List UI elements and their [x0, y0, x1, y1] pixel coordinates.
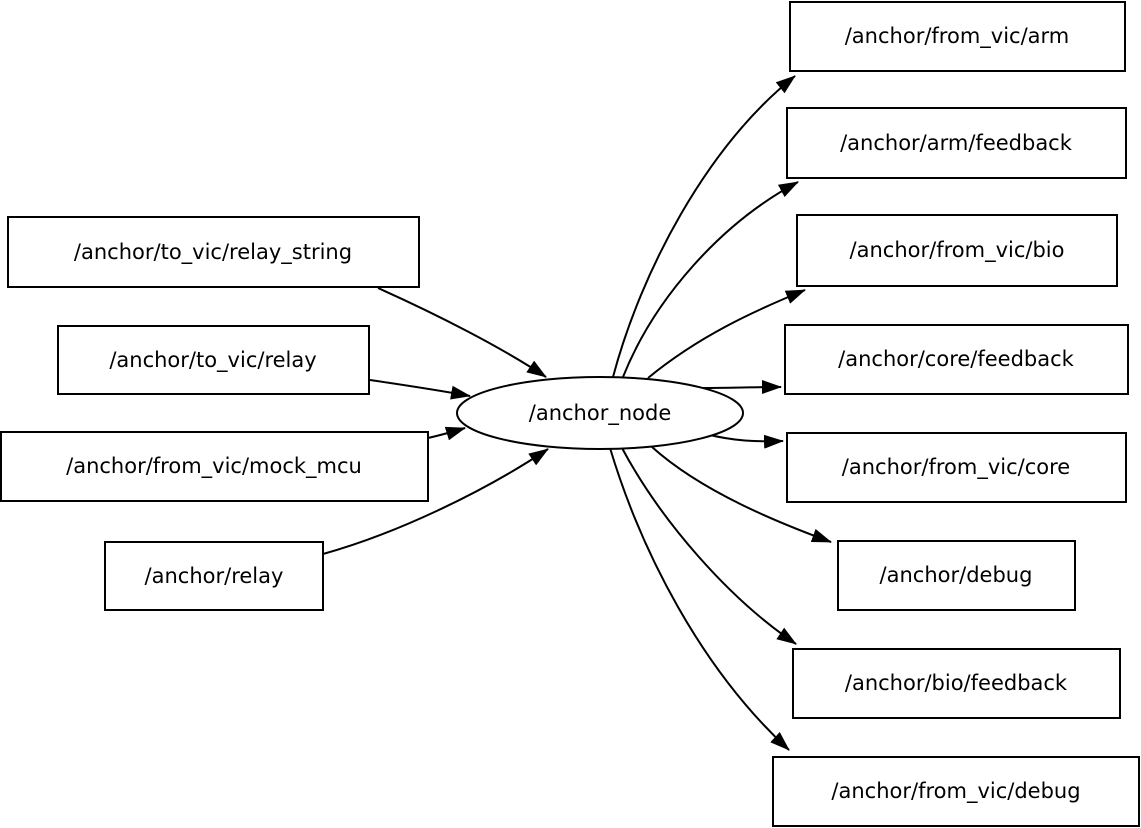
topic-node-core-feedback: /anchor/core/feedback [784, 324, 1129, 395]
edge-node-to-core-feedback [701, 380, 782, 395]
topic-box [57, 325, 370, 395]
topic-box [789, 1, 1126, 72]
topic-node-to-vic-relay-string: /anchor/to_vic/relay_string [7, 216, 420, 288]
subscription-edges [322, 287, 549, 555]
topic-node-from-vic-mock-mcu: /anchor/from_vic/mock_mcu [0, 431, 429, 502]
topic-node-arm-feedback: /anchor/arm/feedback [786, 107, 1127, 179]
topic-node-from-vic-arm: /anchor/from_vic/arm [789, 1, 1126, 72]
topic-node-from-vic-debug: /anchor/from_vic/debug [772, 756, 1140, 827]
topic-label: /anchor/arm/feedback [840, 131, 1073, 155]
topic-box [784, 324, 1129, 395]
topic-label: /anchor/from_vic/mock_mcu [66, 454, 362, 479]
topic-node-to-vic-relay: /anchor/to_vic/relay [57, 325, 370, 395]
topic-box [104, 541, 324, 611]
topic-label: /anchor/from_vic/core [842, 455, 1070, 480]
topic-node-from-vic-core: /anchor/from_vic/core [786, 432, 1127, 503]
subscribed-topic-nodes: /anchor/to_vic/relay_string /anchor/to_v… [0, 216, 429, 611]
topic-box [786, 432, 1127, 503]
topic-label: /anchor/relay [145, 564, 284, 588]
edge-node-to-debug [651, 446, 832, 543]
topic-box [0, 431, 429, 502]
edge-node-to-from-vic-debug [609, 447, 790, 751]
topic-label: /anchor/from_vic/bio [850, 238, 1065, 263]
topic-label: /anchor/debug [880, 563, 1033, 587]
edge-relay-to-node [322, 448, 549, 555]
edge-node-to-from-vic-arm [612, 75, 796, 378]
topic-label: /anchor/bio/feedback [845, 671, 1068, 695]
topic-node-from-vic-bio: /anchor/from_vic/bio [796, 214, 1118, 287]
anchor-node-label: /anchor_node [529, 401, 672, 426]
anchor-node: /anchor_node [456, 376, 744, 450]
topic-box [792, 648, 1121, 719]
anchor-node-ellipse [456, 376, 744, 450]
edge-to-vic-relay-to-node [369, 379, 471, 400]
edge-relay-string-to-node [377, 287, 547, 378]
topic-label: /anchor/to_vic/relay [109, 348, 316, 373]
topic-label: /anchor/core/feedback [838, 347, 1075, 371]
topic-label: /anchor/from_vic/debug [831, 779, 1080, 804]
topic-node-debug: /anchor/debug [837, 540, 1076, 611]
topic-box [786, 107, 1127, 179]
topic-label: /anchor/to_vic/relay_string [74, 240, 352, 265]
topic-box [837, 540, 1076, 611]
topic-node-anchor-relay: /anchor/relay [104, 541, 324, 611]
topic-box [7, 216, 420, 288]
topic-box [772, 756, 1140, 827]
edge-mock-mcu-to-node [427, 426, 466, 441]
topic-box [796, 214, 1118, 287]
topic-label: /anchor/from_vic/arm [845, 24, 1070, 49]
edge-node-to-from-vic-core [705, 433, 784, 449]
edge-node-to-arm-feedback [622, 181, 799, 378]
edge-node-to-bio-feedback [621, 447, 797, 645]
published-topic-nodes: /anchor/from_vic/arm /anchor/arm/feedbac… [772, 1, 1140, 827]
topic-node-bio-feedback: /anchor/bio/feedback [792, 648, 1121, 719]
edge-node-to-from-vic-bio [647, 289, 806, 379]
publication-edges [609, 75, 832, 751]
